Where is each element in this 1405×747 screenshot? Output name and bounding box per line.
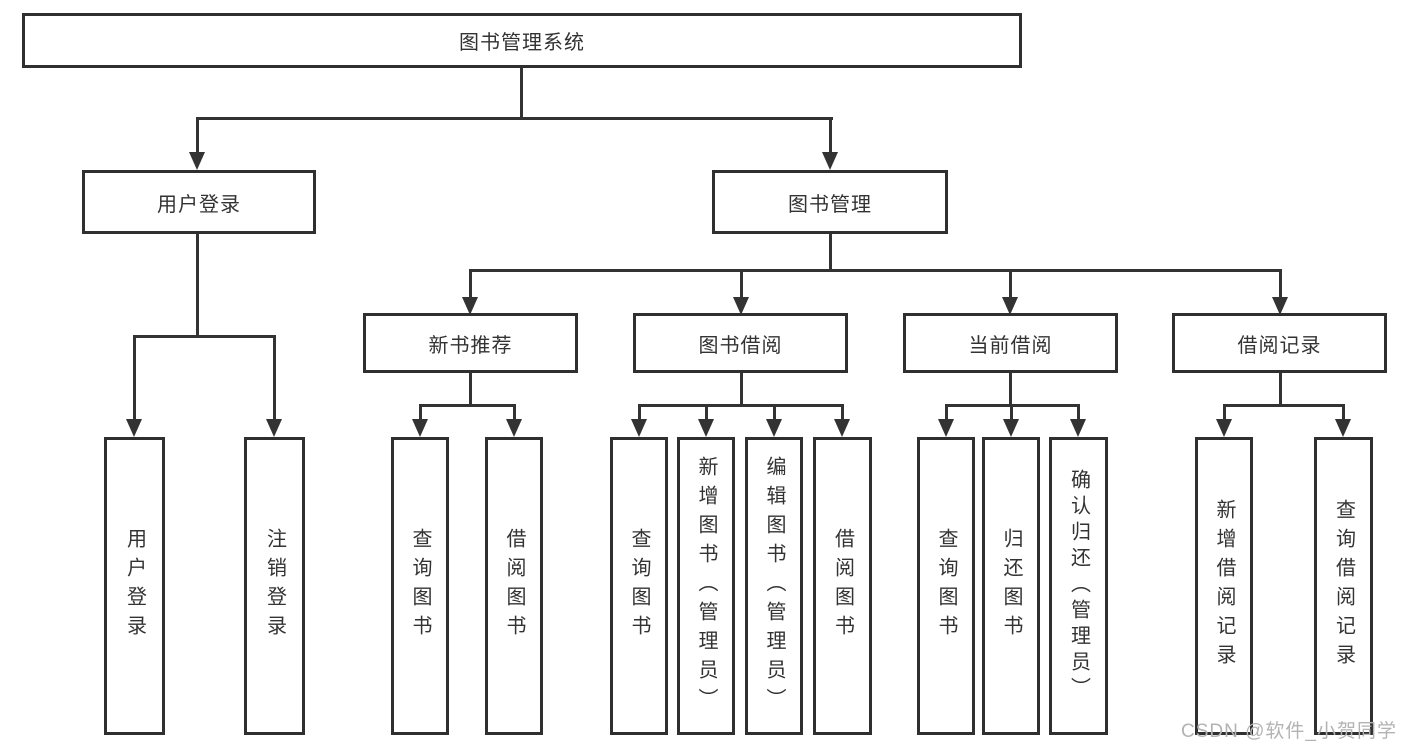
connector-to-borrow-record [1279,269,1282,299]
arrowhead-leaf-confirm-return [1070,419,1086,437]
arrowhead-book-management [822,152,838,170]
leaf-user-login: 用户登录 [104,437,165,735]
leaf-query-borrow-record-label: 查询借阅记录 [1332,499,1355,673]
connector-to-leaf-borrow2 [841,404,844,421]
csdn-watermark: CSDN @软件_小贺同学 [1181,721,1397,742]
leaf-add-book-admin: 新增图书（管理员） [677,437,735,735]
leaf-borrow-book-label: 借阅图书 [831,528,854,644]
leaf-add-borrow-record: 新增借阅记录 [1195,437,1253,735]
connector-user-login-trunk [196,234,199,337]
arrowhead-user-login [189,152,205,170]
node-user-login: 用户登录 [82,170,316,234]
connector-to-leaf-query3 [945,404,948,421]
connector-to-leaf-return-book [1010,404,1013,421]
leaf-query-book-borrow: 查询图书 [610,437,668,735]
leaf-logout-label: 注销登录 [263,528,286,644]
connector-borrow-record-hbar [1223,404,1345,407]
connector-to-leaf-query2 [638,404,641,421]
node-borrow-record: 借阅记录 [1172,313,1387,373]
connector-root-hbar [196,117,833,120]
node-borrow-record-label: 借阅记录 [1237,334,1322,357]
leaf-query-book-recommend-label: 查询图书 [409,528,431,644]
arrowhead-leaf-query3 [938,419,954,437]
arrowhead-leaf-borrow1 [506,419,522,437]
connector-to-leaf-logout [273,335,276,421]
node-book-borrow: 图书借阅 [633,313,848,373]
leaf-borrow-book-recommend-label: 借阅图书 [503,528,525,644]
connector-borrow-record-trunk [1279,373,1282,407]
arrowhead-leaf-query1 [412,419,428,437]
connector-book-management-hbar [469,269,1282,272]
node-root: 图书管理系统 [22,13,1022,68]
node-new-book-recommend: 新书推荐 [363,313,578,373]
connector-new-book-hbar [419,404,516,407]
leaf-borrow-book-recommend: 借阅图书 [485,437,543,735]
node-new-book-recommend-label: 新书推荐 [428,334,513,357]
arrowhead-leaf-add-record [1216,419,1232,437]
leaf-user-login-label: 用户登录 [123,528,146,644]
connector-to-current-borrow [1009,269,1012,299]
connector-to-leaf-edit-book [773,404,776,421]
arrowhead-leaf-query2 [631,419,647,437]
connector-to-leaf-add-book [705,404,708,421]
node-book-management-label: 图书管理 [788,193,872,216]
connector-current-borrow-trunk [1009,373,1012,407]
node-root-label: 图书管理系统 [459,32,585,54]
node-book-management: 图书管理 [712,170,948,234]
leaf-query-book-recommend: 查询图书 [391,437,449,735]
leaf-query-book-current-label: 查询图书 [935,528,957,644]
arrowhead-leaf-user-login [126,419,142,437]
connector-root-trunk [520,68,523,120]
leaf-query-book-borrow-label: 查询图书 [628,528,650,644]
arrowhead-leaf-borrow2 [834,419,850,437]
connector-book-management-trunk [829,234,832,272]
leaf-logout: 注销登录 [244,437,305,735]
connector-user-login-hbar [133,335,276,338]
arrowhead-borrow-record [1272,297,1288,315]
leaf-return-book: 归还图书 [982,437,1040,735]
leaf-query-borrow-record: 查询借阅记录 [1314,437,1373,735]
leaf-add-borrow-record-label: 新增借阅记录 [1213,499,1235,673]
node-current-borrow-label: 当前借阅 [968,334,1053,357]
leaf-add-book-admin-label: 新增图书（管理员） [695,455,717,717]
leaf-edit-book-admin-label: 编辑图书（管理员） [763,455,785,717]
connector-root-to-user-login [196,117,199,155]
connector-to-leaf-add-record [1223,404,1226,421]
leaf-confirm-return-admin: 确认归还（管理员） [1049,437,1108,735]
connector-to-book-borrow [740,269,743,299]
connector-new-book-trunk [469,373,472,407]
arrowhead-current-borrow [1002,297,1018,315]
connector-to-leaf-query1 [419,404,422,421]
arrowhead-new-book-recommend [462,297,478,315]
arrowhead-leaf-query-record [1335,419,1351,437]
arrowhead-leaf-edit-book [766,419,782,437]
connector-root-to-book-management [829,117,832,155]
leaf-edit-book-admin: 编辑图书（管理员） [745,437,803,735]
arrowhead-leaf-add-book [698,419,714,437]
connector-to-leaf-query-record [1342,404,1345,421]
node-user-login-label: 用户登录 [157,193,241,216]
connector-to-leaf-confirm-return [1077,404,1080,421]
arrowhead-leaf-return-book [1003,419,1019,437]
node-book-borrow-label: 图书借阅 [698,334,783,357]
leaf-borrow-book: 借阅图书 [813,437,872,735]
connector-book-borrow-trunk [740,373,743,407]
leaf-query-book-current: 查询图书 [917,437,975,735]
leaf-confirm-return-admin-label: 确认归还（管理员） [1067,469,1090,703]
connector-to-leaf-borrow1 [513,404,516,421]
arrowhead-book-borrow [733,297,749,315]
connector-book-borrow-hbar [638,404,844,407]
connector-to-leaf-user-login [133,335,136,421]
node-current-borrow: 当前借阅 [903,313,1118,373]
leaf-return-book-label: 归还图书 [1000,528,1022,644]
connector-to-new-book-recommend [469,269,472,299]
arrowhead-leaf-logout [266,419,282,437]
